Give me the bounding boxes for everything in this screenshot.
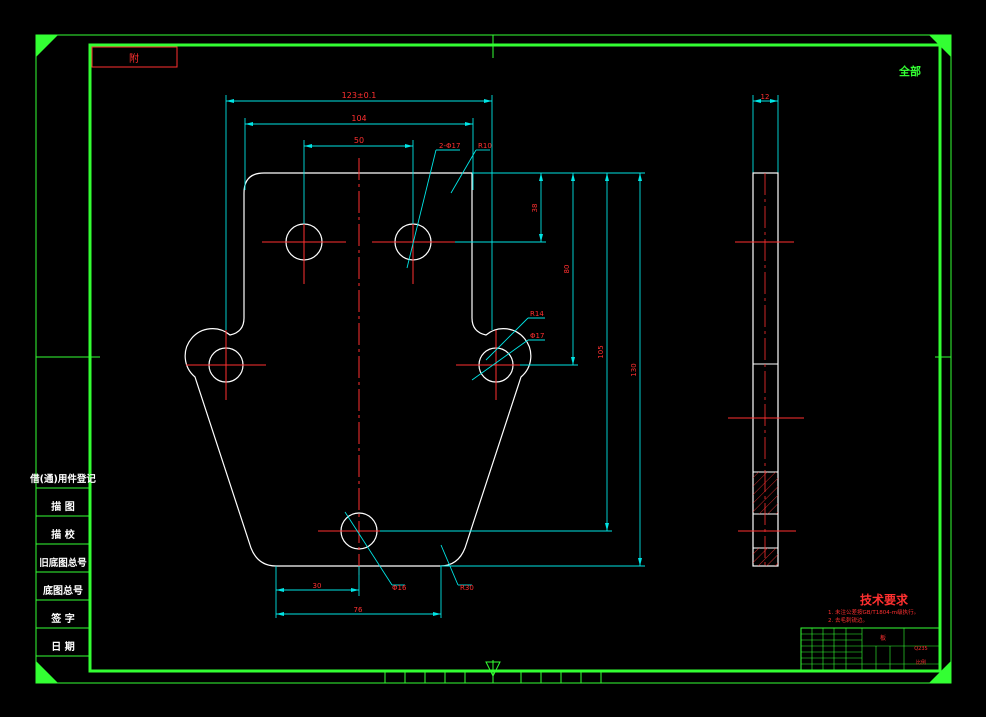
- side-panel: 借(通)用件登记 描 图 描 校 旧底图总号 底图总号 签 字 日 期: [29, 473, 96, 657]
- side-panel-row-1: 借(通)用件登记: [29, 473, 96, 485]
- centering-mark: [485, 660, 501, 683]
- side-panel-row-2: 描 图: [51, 500, 74, 513]
- dim-radius-mid: R14: [530, 310, 544, 318]
- dim-holes-note: 2-Φ17: [439, 142, 460, 150]
- dim-v2: 80: [563, 265, 571, 274]
- centerlines: [186, 158, 536, 575]
- title-block-scale: 比例: [916, 659, 926, 666]
- dim-hole-span-outer: 104: [351, 114, 366, 123]
- side-panel-row-4: 旧底图总号: [39, 557, 87, 569]
- tech-requirements-title: 技术要求: [860, 592, 909, 607]
- part-outline: [184, 172, 532, 567]
- dim-hole-span-inner: 50: [354, 136, 364, 145]
- dim-v3: 105: [597, 345, 605, 358]
- dim-bottom-total: 76: [354, 606, 363, 614]
- section-hatch-upper: [753, 472, 778, 514]
- tech-requirement-1: 1. 未注公差按GB/T1804-m级执行。: [828, 608, 919, 616]
- tech-requirements: 技术要求 1. 未注公差按GB/T1804-m级执行。 2. 去毛刺锐边。: [828, 592, 919, 624]
- tech-requirement-2: 2. 去毛刺锐边。: [828, 616, 868, 624]
- corner-stamp-box: 附: [91, 46, 178, 68]
- side-view: [728, 172, 804, 567]
- title-block: 板 Q235 比例: [800, 627, 940, 672]
- title-block-material: Q235: [914, 646, 927, 652]
- dimension-labels: 123±0.1 104 50 2-Φ17 R10 38 80 105 130 R…: [313, 91, 770, 614]
- dim-thickness: 12: [761, 93, 770, 101]
- dimension-arrows: [226, 99, 778, 616]
- side-panel-row-7: 日 期: [51, 640, 74, 653]
- side-panel-row-5: 底图总号: [43, 584, 83, 597]
- dim-overall-width: 123±0.1: [342, 91, 377, 100]
- frame-corner-marks: [36, 35, 951, 683]
- dimension-lines: [225, 95, 779, 618]
- side-panel-row-3: 描 校: [51, 528, 75, 541]
- sheet-frame: [35, 34, 952, 684]
- dim-corner-radius-top: R10: [478, 142, 492, 150]
- dim-v1: 38: [531, 204, 539, 213]
- section-hatch-lower: [753, 548, 778, 566]
- corner-stamp-text: 附: [129, 52, 139, 65]
- side-panel-row-6: 签 字: [50, 612, 74, 625]
- roughness-note: 全部: [898, 64, 921, 78]
- dim-v4: 130: [630, 363, 638, 376]
- dim-bottom-hole: Φ16: [392, 584, 407, 592]
- dim-radius-bottom: R30: [460, 584, 474, 592]
- dim-bottom-left: 30: [313, 582, 322, 590]
- title-block-name: 板: [880, 634, 886, 642]
- dim-hole-mid: Φ17: [530, 332, 544, 340]
